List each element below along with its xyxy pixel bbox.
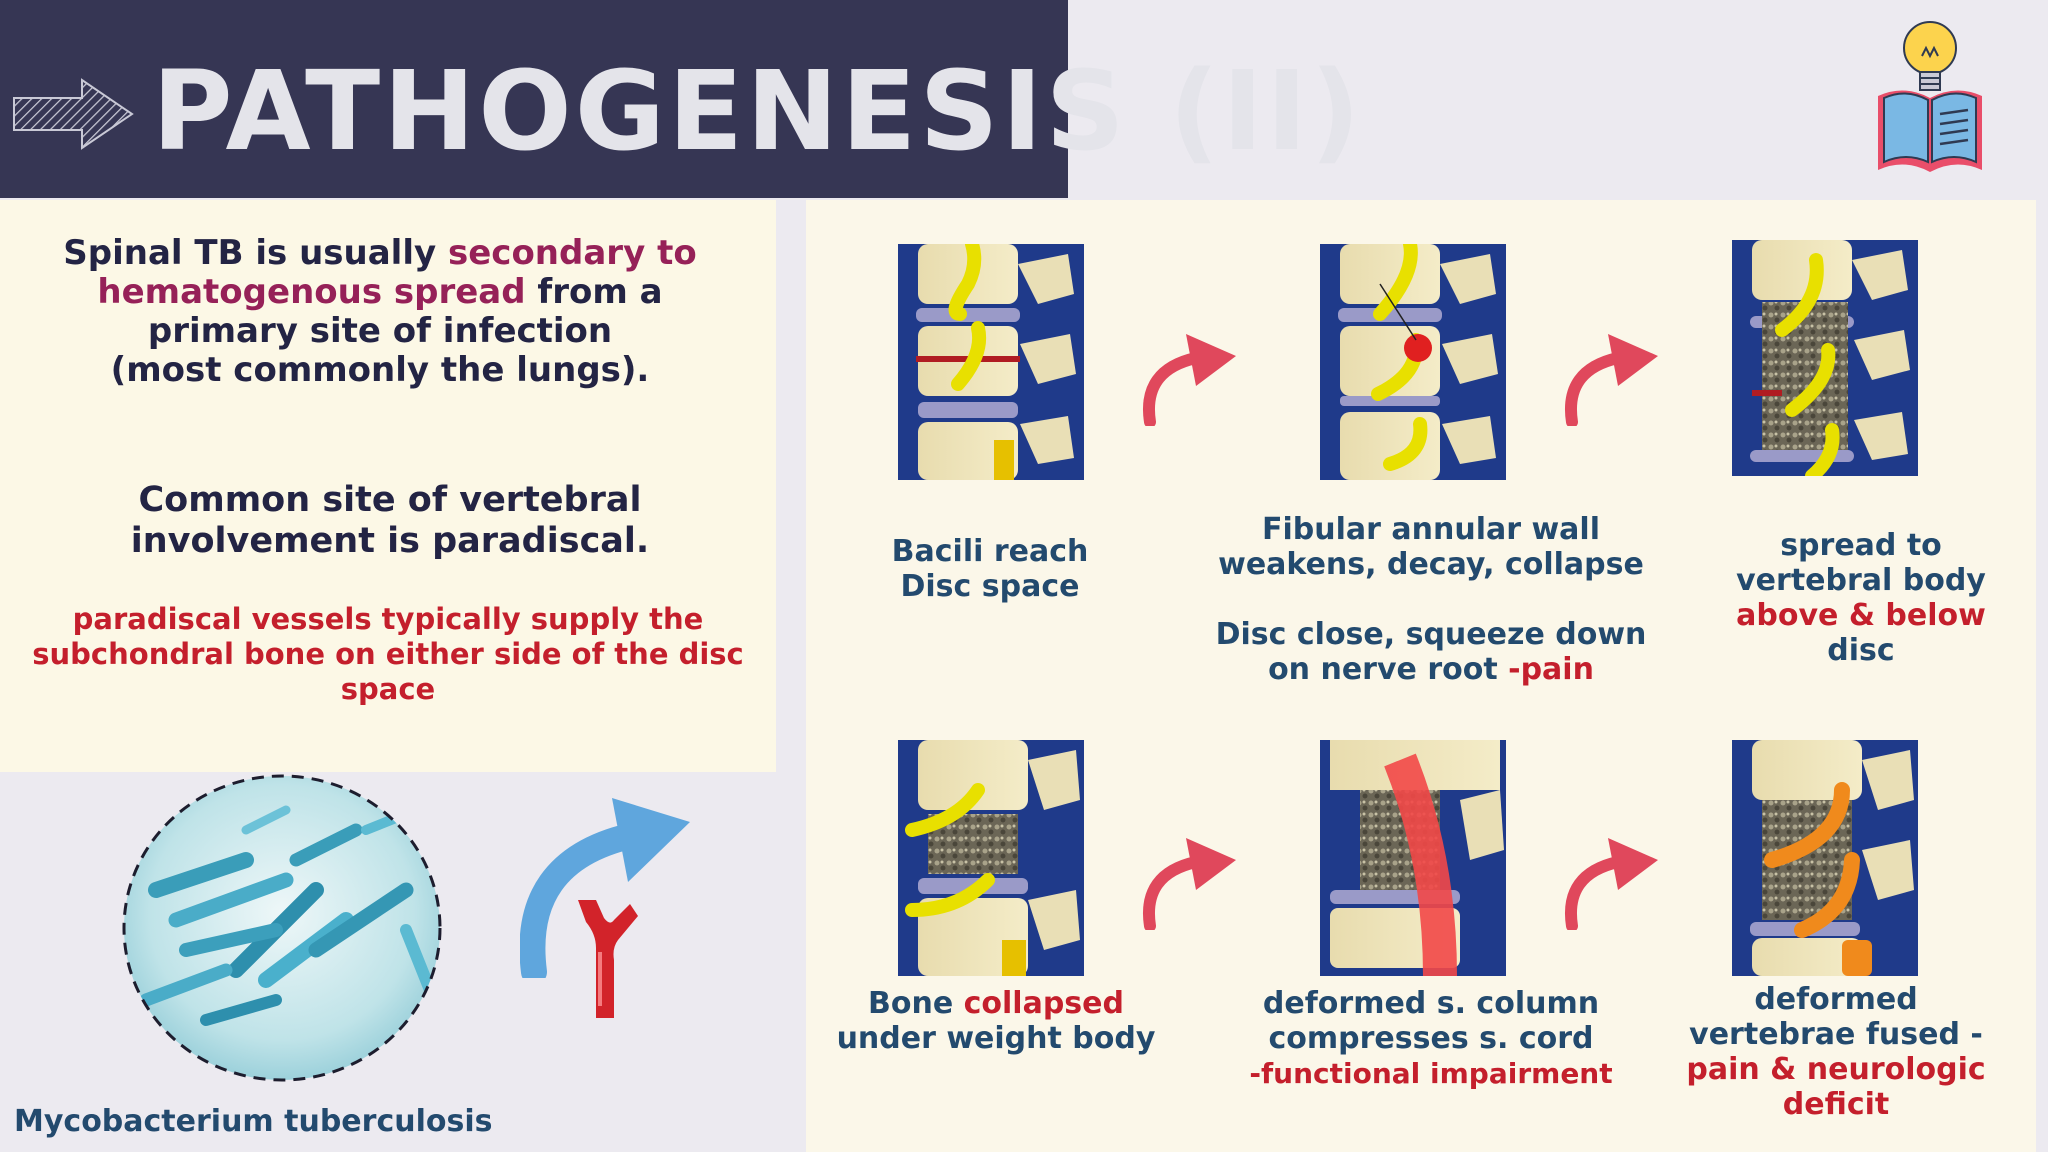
step5-highlight: -functional impairment (1249, 1057, 1613, 1090)
step2-pain: -pain (1508, 652, 1594, 687)
step6-text: deformed vertebrae fused - (1689, 982, 1983, 1052)
bacteria-label: Mycobacterium tuberculosis (14, 1104, 493, 1139)
intro-text: Spinal TB is usually (63, 233, 448, 273)
step6-image (1732, 740, 1918, 976)
step4-text-2: under weight body (836, 1021, 1156, 1056)
mycobacterium-image (122, 774, 442, 1082)
site-paragraph: Common site of vertebral involvement is … (130, 480, 650, 561)
step-arrow-icon (1565, 334, 1658, 426)
intro-panel (0, 200, 776, 772)
step1-text: Bacili reach (891, 534, 1089, 569)
step2-text-2: Disc close, squeeze down on nerve root (1215, 617, 1647, 687)
step3-text: spread to vertebral body (1736, 528, 1986, 598)
step-arrow-icon (1143, 838, 1236, 930)
step1-image (898, 244, 1084, 480)
step1-caption: Bacili reach Disc space (860, 534, 1120, 604)
header-bar (0, 0, 1068, 198)
step2-image (1320, 244, 1506, 480)
intro-text-cont: from a primary site of infection (147, 272, 663, 351)
step2-text: Fibular annular wall weakens, decay, col… (1218, 512, 1644, 582)
step3-caption: spread to vertebral body above & below d… (1706, 528, 2016, 668)
striped-arrow-icon (13, 78, 134, 150)
step2-caption: Fibular annular wall weakens, decay, col… (1196, 512, 1666, 687)
step5-caption: deformed s. column compresses s. cord -f… (1246, 986, 1616, 1091)
step4-text: Bone (868, 986, 964, 1021)
intro-paragraph: Spinal TB is usually secondary to hemato… (30, 234, 730, 390)
step3-text-2: disc (1827, 633, 1895, 668)
step3-image (1732, 240, 1918, 476)
blood-vessel-icon (578, 900, 638, 1018)
step4-image (898, 740, 1084, 976)
step4-caption: Bone collapsed under weight body (826, 986, 1166, 1056)
intro-highlight: secondary to hematogenous spread (97, 233, 697, 312)
step1-text-2: Disc space (900, 569, 1080, 604)
intro-text-lungs: (most commonly the lungs). (110, 350, 650, 390)
step6-highlight: pain & neurologic deficit (1686, 1052, 1986, 1122)
step3-text-group: above & below disc (1706, 598, 2016, 668)
page-title: PATHOGENESIS (II) (152, 47, 1364, 175)
step-arrow-icon (1565, 838, 1658, 930)
step4-highlight: collapsed (963, 986, 1124, 1021)
curved-arrow-icon (520, 798, 690, 978)
step5-image (1320, 740, 1506, 976)
lightbulb-book-icon (1878, 21, 1982, 172)
step2-text-group: Disc close, squeeze down on nerve root -… (1196, 617, 1666, 687)
step3-highlight: above & below (1736, 598, 1986, 633)
step6-caption: deformed vertebrae fused - pain & neurol… (1676, 982, 1996, 1122)
vessels-paragraph: paradiscal vessels typically supply the … (32, 602, 744, 706)
step5-text: deformed s. column compresses s. cord (1262, 986, 1600, 1056)
step-arrow-icon (1143, 334, 1236, 426)
